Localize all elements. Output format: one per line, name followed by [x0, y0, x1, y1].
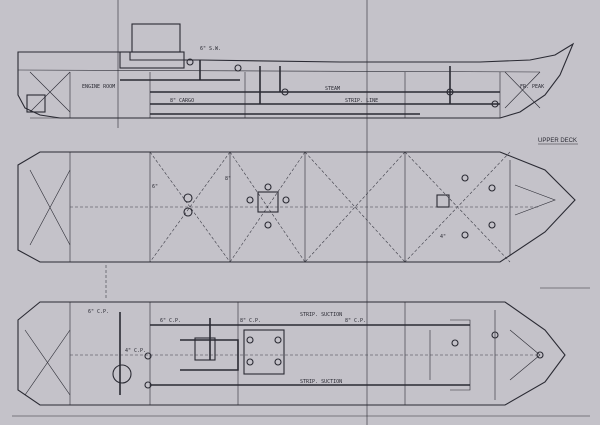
deck-valve-1 [264, 183, 272, 191]
profile-rudder [26, 94, 46, 113]
profile-valve-2 [234, 64, 242, 72]
profile-aft-cross [29, 71, 71, 113]
profile-label-fore-peak: FR. PEAK [520, 84, 544, 90]
deck-bow-marks [514, 184, 556, 216]
profile-label-pipe-main: 8" CARGO [170, 98, 194, 104]
profile-hull-outline [17, 42, 575, 119]
tank-top-outline [17, 301, 566, 406]
profile-valve-4 [446, 88, 454, 96]
tank-label-branch-a: 6" C.P. [160, 318, 181, 324]
upper-deck-plan: 6" 8" 4" [17, 151, 576, 263]
tank-top-plan: 8" C.P. 8" C.P. STRIP. SUCTION STRIP. SU… [17, 301, 566, 406]
tank-valve-3 [274, 336, 282, 344]
profile-label-engine-room: ENGINE ROOM [82, 84, 115, 90]
tank-label-strip-b: STRIP. SUCTION [300, 379, 342, 385]
tank-label-main-b: 8" C.P. [345, 318, 366, 324]
tank-main-pipes [150, 324, 470, 386]
deck-manifold-square [257, 191, 279, 213]
deck-valve-3 [246, 196, 254, 204]
profile-view: ENGINE ROOM 6" S.W. 8" CARGO STEAM STRIP… [17, 23, 575, 119]
deck-label-valve-c: 4" [440, 234, 446, 240]
profile-deck-line [17, 69, 541, 73]
deck-valve-6 [183, 207, 193, 217]
upper-deck-outline [17, 151, 576, 263]
tank-valve-6 [144, 381, 152, 389]
tank-valve-5 [144, 352, 152, 360]
tank-valve-9 [536, 351, 544, 359]
tank-valve-2 [246, 358, 254, 366]
deck-valve-2 [264, 221, 272, 229]
profile-valve-1 [186, 58, 194, 66]
profile-pipe-risers [199, 60, 451, 104]
profile-label-pipe-steam: STEAM [325, 86, 340, 92]
deck-hatch [436, 194, 450, 208]
tank-label-main-a: 8" C.P. [240, 318, 261, 324]
deck-valve-7 [461, 174, 469, 182]
tank-label-strip-a: STRIP. SUCTION [300, 312, 342, 318]
reference-lines [12, 0, 590, 425]
deck-valve-4 [282, 196, 290, 204]
tank-bow-marks [509, 329, 541, 381]
deck-valve-5 [183, 193, 193, 203]
profile-label-pipe-strip: STRIP. LINE [345, 98, 378, 104]
profile-valve-3 [281, 88, 289, 96]
deck-label-valve-a: 6" [152, 184, 158, 190]
tank-manifold-box [243, 329, 285, 375]
tank-fwd-pipes [429, 319, 471, 391]
tank-valve-4 [274, 358, 282, 366]
tank-pump-circle [112, 364, 132, 384]
tank-valve-1 [246, 336, 254, 344]
tank-label-aft: 6" C.P. [88, 309, 109, 315]
deck-label-valve-b: 8" [225, 176, 231, 182]
deck-valve-9 [488, 184, 496, 192]
deck-aft-cross [29, 169, 71, 246]
profile-poop-house [119, 51, 185, 69]
tank-valve-8 [491, 331, 499, 339]
tank-branch-pipes [119, 312, 211, 395]
tank-aft-cross [24, 329, 71, 396]
profile-fwd-cross [504, 71, 541, 109]
tank-valve-7 [451, 339, 459, 347]
profile-funnel [131, 23, 181, 53]
upper-deck-caption: UPPER DECK [538, 138, 577, 144]
deck-valve-10 [488, 221, 496, 229]
tank-label-branch-b: 4" C.P. [125, 348, 146, 354]
tank-pump-box [194, 337, 216, 361]
profile-pipe-runs [120, 79, 500, 115]
profile-label-pipe-top: 6" S.W. [200, 46, 221, 52]
deck-valve-8 [461, 231, 469, 239]
profile-valve-5 [491, 100, 499, 108]
